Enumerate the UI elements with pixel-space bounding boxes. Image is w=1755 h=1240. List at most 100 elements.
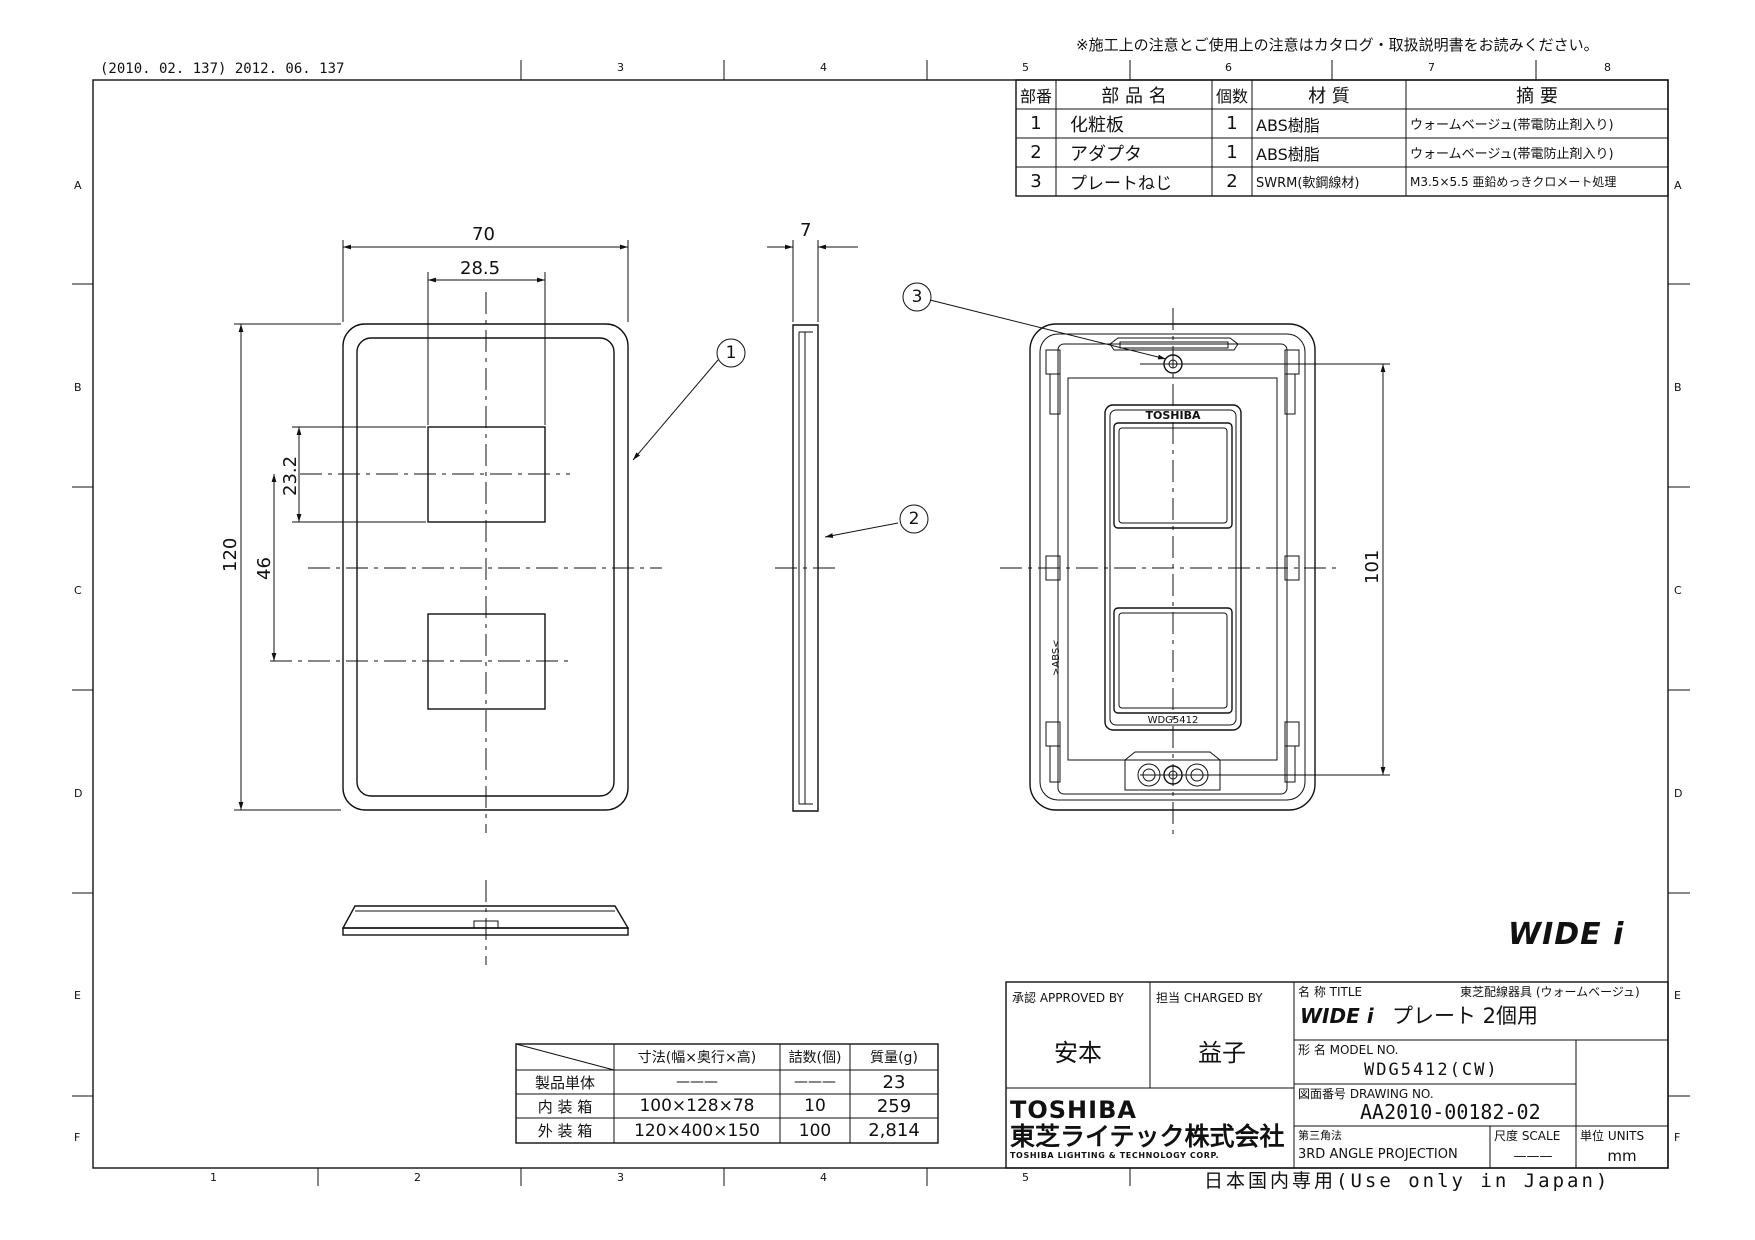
rear-brand-mark: TOSHIBA — [1145, 408, 1201, 422]
pack-row2-qty: 10 — [804, 1096, 826, 1116]
zone-ticks — [72, 60, 1690, 1186]
zone-right-A: A — [1674, 179, 1682, 192]
scale-value: ——— — [1513, 1148, 1553, 1164]
parts-row2-qty: 1 — [1226, 142, 1238, 163]
pack-header-weight: 質量(g) — [870, 1050, 918, 1066]
zone-right-B: B — [1674, 381, 1682, 394]
header-notice: ※施工上の注意とご使用上の注意はカタログ・取扱説明書をお読みください。 — [1076, 36, 1599, 54]
zone-top-4: 4 — [820, 61, 827, 74]
title-label: 名 称 TITLE — [1298, 985, 1363, 999]
zone-bottom-3: 3 — [617, 1171, 624, 1184]
parts-table-grid — [1015, 79, 1669, 197]
parts-row3-name: プレートねじ — [1070, 174, 1172, 194]
charged-label: 担当 CHARGED BY — [1156, 991, 1263, 1005]
parts-row1-name: 化粧板 — [1070, 114, 1124, 136]
parts-row2-no: 2 — [1030, 142, 1042, 163]
parts-header-note: 摘 要 — [1516, 85, 1558, 107]
approved-name: 安本 — [1054, 1038, 1102, 1067]
parts-header-material: 材 質 — [1308, 85, 1350, 107]
parts-row1-no: 1 — [1030, 113, 1042, 134]
front-view — [270, 292, 662, 833]
dim-opening-height: 23.2 — [280, 455, 301, 496]
parts-header-qty: 個数 — [1215, 86, 1248, 106]
callout-2-circle — [899, 504, 929, 534]
parts-row2-name: アダプタ — [1070, 143, 1142, 165]
callout-3: 3 — [911, 287, 923, 307]
scale-label: 尺度 SCALE — [1494, 1129, 1561, 1143]
pack-row3-weight: 2,814 — [868, 1120, 920, 1141]
zone-bottom-4: 4 — [820, 1171, 827, 1184]
units-value: mm — [1607, 1147, 1637, 1165]
company-name-en: TOSHIBA LIGHTING & TECHNOLOGY CORP. — [1010, 1151, 1220, 1160]
title-text: プレート 2個用 — [1392, 1004, 1539, 1028]
parts-row3-qty: 2 — [1226, 171, 1238, 192]
front-dimensions — [234, 240, 719, 811]
parts-row3-note: M3.5×5.5 亜鉛めっきクロメート処理 — [1410, 175, 1617, 189]
pack-row1-qty: ——— — [794, 1074, 836, 1090]
zone-right-D: D — [1674, 787, 1683, 800]
parts-row1-note: ウォームベージュ(帯電防止剤入り) — [1410, 118, 1614, 133]
dim-opening-width: 28.5 — [460, 258, 501, 279]
pack-row3-qty: 100 — [798, 1120, 832, 1141]
title-wide-i-logo: WIDE i — [1300, 1004, 1374, 1028]
dim-height: 120 — [220, 537, 241, 572]
side-dimensions — [767, 240, 899, 538]
zone-left-E: E — [74, 989, 81, 1002]
zone-top-3: 3 — [617, 61, 624, 74]
parts-row3-material: SWRM(軟鋼線材) — [1256, 176, 1360, 191]
projection-label: 第三角法 — [1298, 1129, 1342, 1142]
zone-bottom-1: 1 — [210, 1171, 217, 1184]
zone-bottom-5: 5 — [1022, 1171, 1029, 1184]
approved-label: 承認 APPROVED BY — [1012, 991, 1124, 1005]
pack-row1-weight: 23 — [882, 1071, 906, 1093]
pack-row1-size: ——— — [676, 1074, 718, 1090]
parts-row1-material: ABS樹脂 — [1256, 115, 1320, 135]
dim-opening-pitch: 46 — [254, 557, 275, 580]
zone-left-F: F — [74, 1131, 81, 1144]
units-label: 単位 UNITS — [1580, 1129, 1645, 1143]
pack-row3-size: 120×400×150 — [634, 1120, 760, 1141]
pack-row1-label: 製品単体 — [534, 1073, 595, 1092]
callout-1-circle — [716, 338, 746, 368]
zone-top-6: 6 — [1225, 61, 1232, 74]
parts-header-no: 部番 — [1019, 86, 1052, 106]
pack-row2-label: 内 装 箱 — [537, 1097, 593, 1116]
drawing-border — [92, 79, 1669, 1169]
company-logo: TOSHIBA — [1010, 1096, 1137, 1124]
rear-view — [929, 299, 1390, 836]
company-name-jp: 東芝ライテック株式会社 — [1010, 1122, 1285, 1151]
zone-left-B: B — [74, 381, 82, 394]
zone-top-5: 5 — [1022, 61, 1029, 74]
parts-header-name: 部 品 名 — [1101, 85, 1167, 107]
zone-right-C: C — [1674, 584, 1682, 597]
rear-material-mark: >ABS< — [1051, 639, 1062, 676]
pack-row2-size: 100×128×78 — [639, 1096, 755, 1116]
zone-bottom-2: 2 — [414, 1171, 421, 1184]
rear-model-mark: WDG5412 — [1147, 714, 1199, 726]
title-block-grid — [1005, 981, 1669, 1169]
footer-note: 日本国内専用(Use only in Japan) — [1204, 1170, 1611, 1192]
wide-i-logo: WIDE i — [1508, 917, 1625, 952]
parts-row3-no: 3 — [1030, 171, 1042, 192]
side-view — [775, 324, 835, 812]
dim-screw-pitch: 101 — [1362, 549, 1383, 584]
callout-1: 1 — [725, 343, 737, 363]
callout-2: 2 — [908, 509, 920, 529]
zone-top-8: 8 — [1604, 61, 1611, 74]
pack-header-qty: 詰数(個) — [788, 1050, 842, 1066]
pack-table-grid — [515, 1043, 939, 1144]
bottom-view — [341, 880, 630, 965]
drawing-label: 図面番号 DRAWING NO. — [1298, 1087, 1434, 1101]
zone-top-7: 7 — [1428, 61, 1435, 74]
projection-value: 3RD ANGLE PROJECTION — [1298, 1147, 1458, 1162]
parts-row2-note: ウォームベージュ(帯電防止剤入り) — [1410, 147, 1614, 162]
revision-label: (2010. 02. 137) 2012. 06. 137 — [100, 61, 345, 77]
model-label: 形 名 MODEL NO. — [1298, 1043, 1399, 1057]
dim-width: 70 — [472, 224, 495, 245]
zone-left-D: D — [74, 787, 83, 800]
zone-left-A: A — [74, 179, 82, 192]
pack-header-size: 寸法(幅×奥行×高) — [637, 1050, 757, 1066]
dim-thickness: 7 — [800, 220, 812, 241]
parts-row1-qty: 1 — [1226, 113, 1238, 134]
